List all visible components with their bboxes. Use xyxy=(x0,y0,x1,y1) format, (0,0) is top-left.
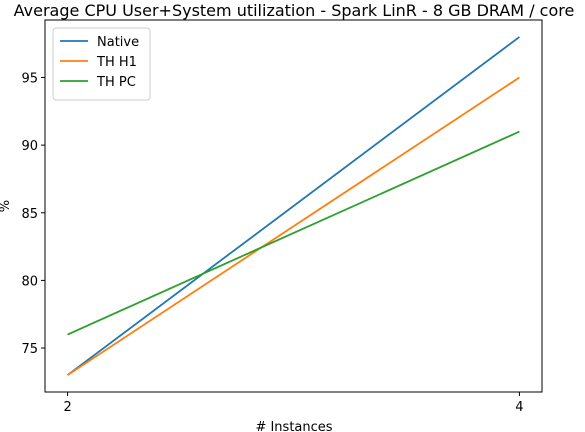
y-tick-label: 95 xyxy=(21,71,38,86)
y-tick-label: 80 xyxy=(21,274,38,289)
y-axis-ticks: 75 80 85 90 95 xyxy=(21,71,45,357)
plot-frame xyxy=(44,19,543,393)
legend-box xyxy=(52,27,151,101)
legend-label: TH H1 xyxy=(96,55,137,70)
x-tick-label: 2 xyxy=(63,400,71,415)
chart-title: Average CPU User+System utilization - Sp… xyxy=(14,1,575,20)
y-tick-label: 75 xyxy=(21,342,38,357)
legend: Native TH H1 TH PC xyxy=(52,27,151,101)
series-line-1 xyxy=(67,36,520,376)
y-tick-label: 85 xyxy=(21,207,38,222)
legend-label: Native xyxy=(97,35,139,50)
y-axis-label: % xyxy=(0,200,13,212)
x-tick-label: 4 xyxy=(515,400,523,415)
x-axis-label: # Instances xyxy=(255,420,332,432)
series-line-3 xyxy=(67,130,520,336)
y-tick-label: 90 xyxy=(21,139,38,154)
legend-label: TH PC xyxy=(96,75,136,90)
series-layer xyxy=(67,36,520,376)
series-line-2 xyxy=(67,76,520,376)
